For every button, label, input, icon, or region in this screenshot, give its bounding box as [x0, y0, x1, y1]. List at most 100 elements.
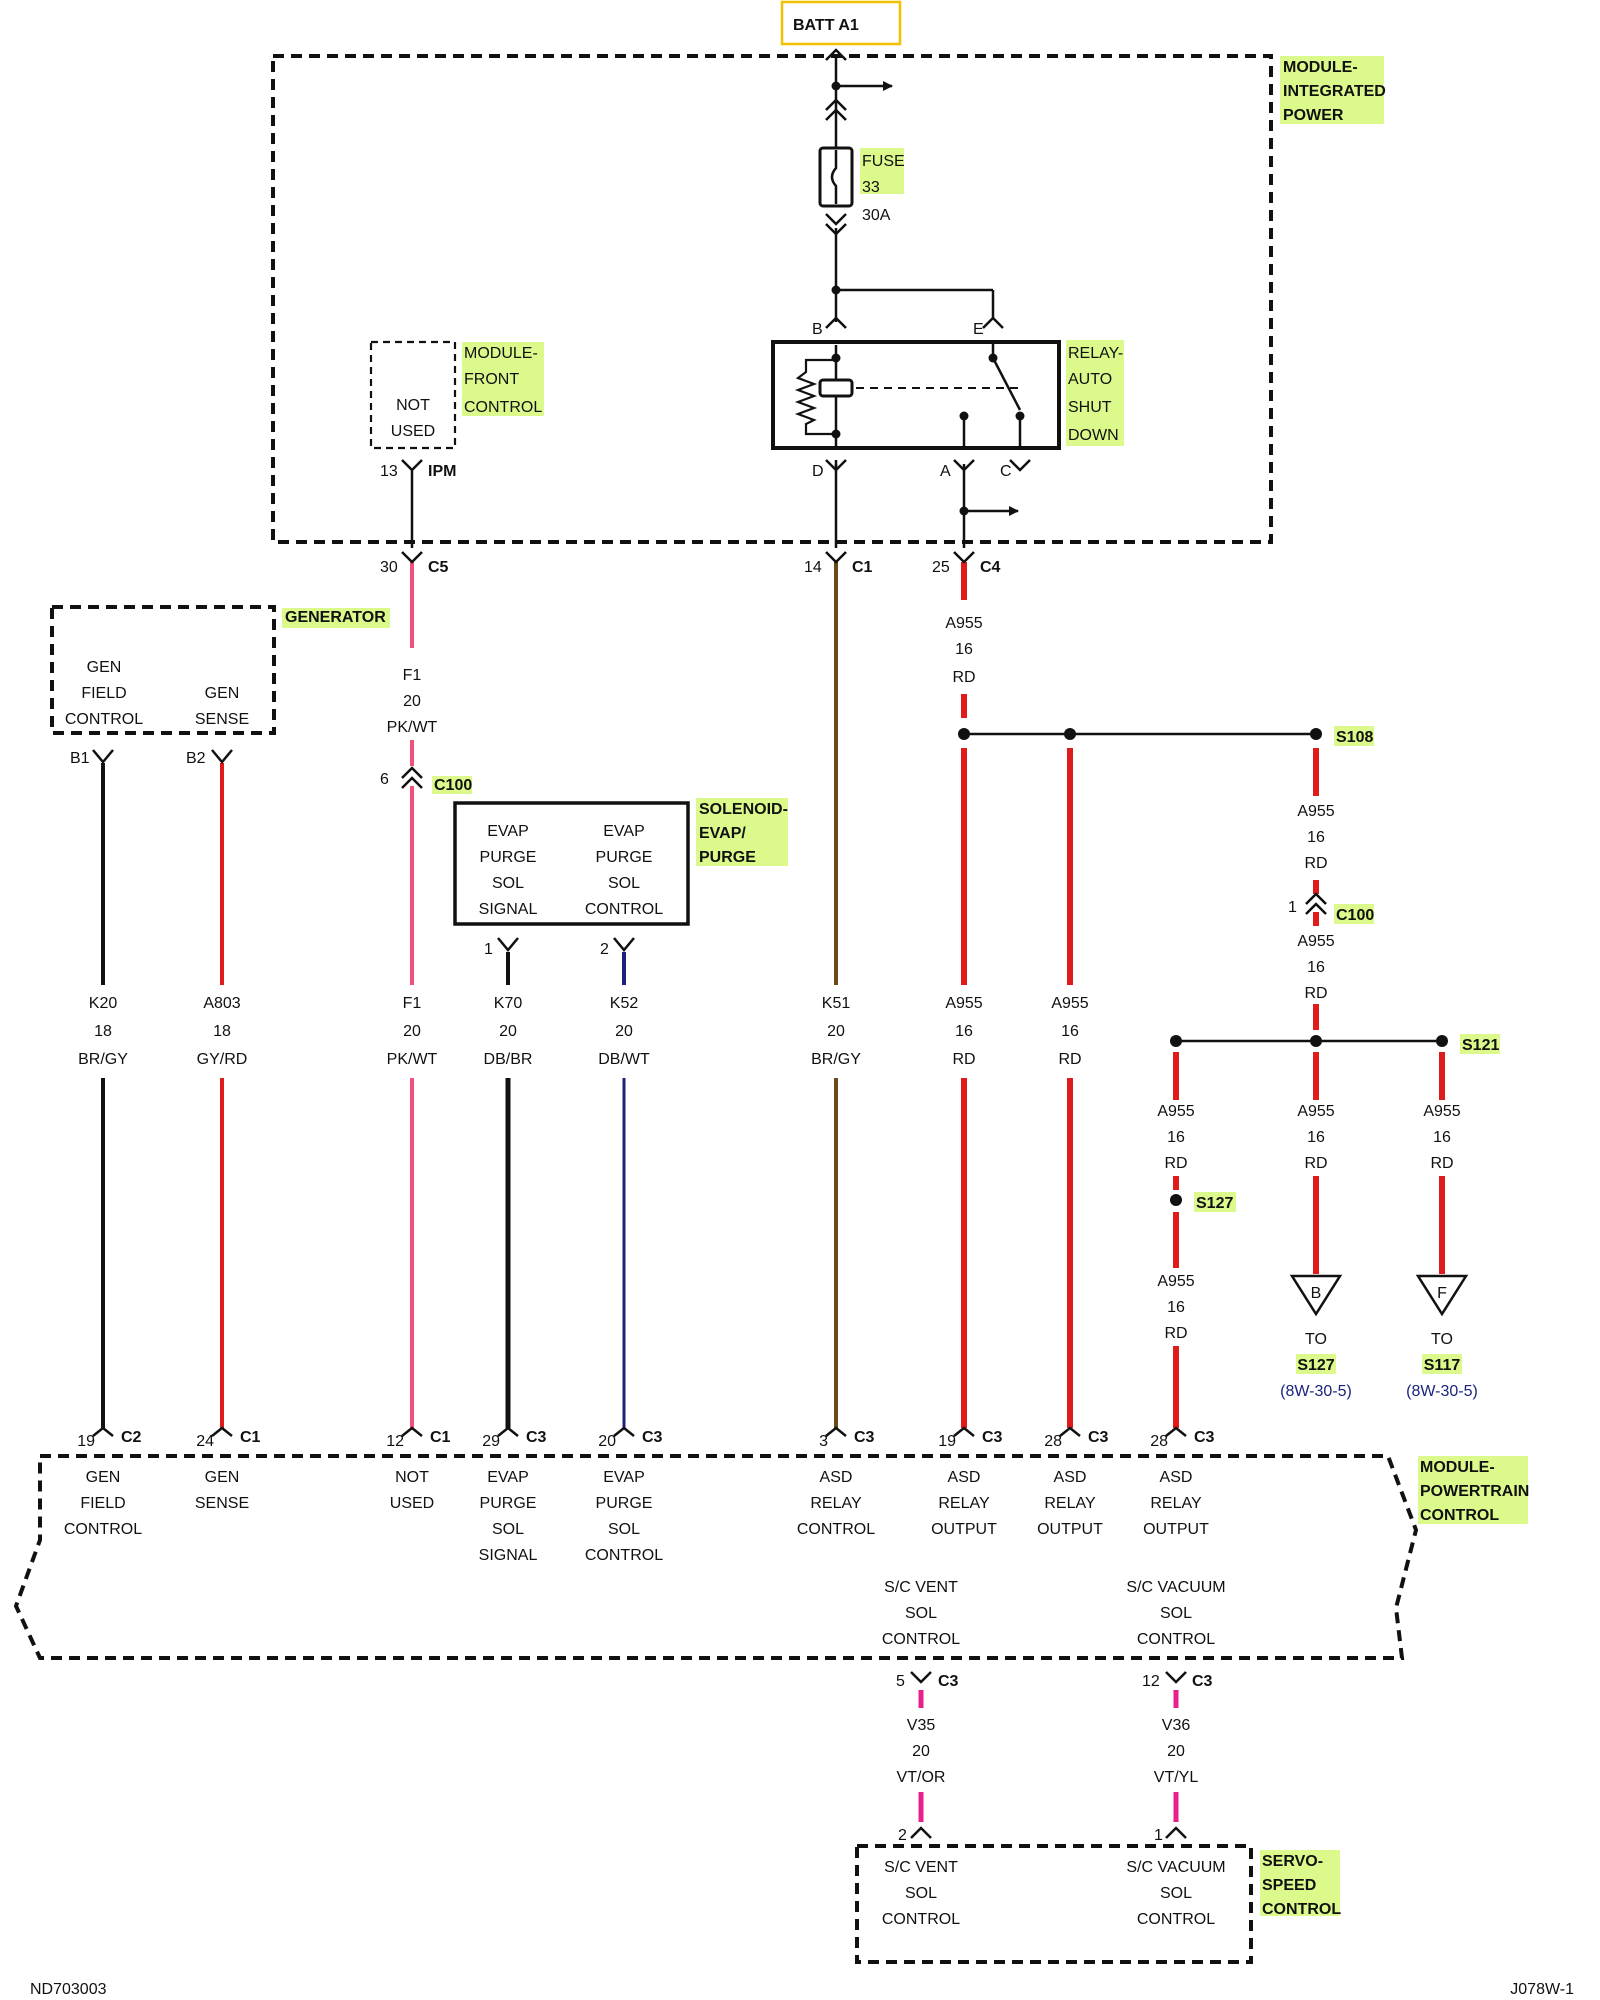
pcm-pin-function: RELAY — [1044, 1495, 1096, 1512]
pcm-pin-function: CONTROL — [64, 1521, 142, 1538]
sol-control-3: SOL — [608, 875, 640, 892]
servo-vacuum-3: CONTROL — [1137, 1911, 1215, 1928]
pcm-pin-connector: C1 — [430, 1429, 451, 1446]
pcm-pin-function: RELAY — [1150, 1495, 1202, 1512]
c100-right-pin: 1 — [1288, 899, 1297, 916]
pcm-pin-function: ASD — [1054, 1469, 1087, 1486]
c4-pin: 25 — [932, 559, 950, 576]
splice-dots — [831, 81, 1448, 1206]
pcm-pin-function: EVAP — [603, 1469, 645, 1486]
k51-2: 20 — [827, 1023, 845, 1040]
pcm-label-1: MODULE- — [1420, 1459, 1495, 1476]
a955-s121-m-2: 16 — [1307, 1129, 1325, 1146]
gen-sense-2: SENSE — [195, 711, 249, 728]
generator-label: GENERATOR — [285, 609, 386, 626]
offpage-f-splice: S117 — [1424, 1357, 1461, 1374]
solenoid-label-2: EVAP/ — [699, 825, 746, 842]
pcm-vacuum-2: SOL — [1160, 1605, 1192, 1622]
fcm-outline — [369, 340, 457, 450]
a955-s121-r-1: A955 — [1423, 1103, 1460, 1120]
a955-low-1: A955 — [1157, 1273, 1194, 1290]
pcm-pin-number: 19 — [77, 1433, 95, 1450]
k51-1: K51 — [822, 995, 851, 1012]
pcm-pin-function: NOT — [395, 1469, 429, 1486]
c1-top-name: C1 — [852, 559, 873, 576]
k52-2: 20 — [615, 1023, 633, 1040]
fcm-label-1: MODULE- — [464, 345, 538, 362]
a955-s121-l-1: A955 — [1157, 1103, 1194, 1120]
pcm-pin-number: 28 — [1150, 1433, 1168, 1450]
a955-s121-r-2: 16 — [1433, 1129, 1451, 1146]
wires — [101, 58, 1445, 1822]
pcm-pin-function: OUTPUT — [1037, 1521, 1103, 1538]
pcm-vacuum-1: S/C VACUUM — [1126, 1579, 1225, 1596]
v36-1: V36 — [1162, 1717, 1191, 1734]
offpage-f-letter: F — [1437, 1285, 1447, 1302]
v36-2: 20 — [1167, 1743, 1185, 1760]
relay-label-1: RELAY- — [1068, 345, 1123, 362]
offpage-b-ref: (8W-30-5) — [1280, 1383, 1352, 1400]
f1-top-2: 20 — [403, 693, 421, 710]
pcm-pin-function: FIELD — [80, 1495, 125, 1512]
v35-1: V35 — [907, 1717, 936, 1734]
fcm-text-1: NOT — [396, 397, 430, 414]
sol-signal-2: PURGE — [480, 849, 537, 866]
offpage-f-to: TO — [1431, 1331, 1453, 1348]
pcm-vent-3: CONTROL — [882, 1631, 960, 1648]
a803-2: 18 — [213, 1023, 231, 1040]
f1-top-1: F1 — [403, 667, 422, 684]
k52-1: K52 — [610, 995, 639, 1012]
v35-3: VT/OR — [897, 1769, 946, 1786]
a955-r1-2: 16 — [1307, 829, 1325, 846]
a955-s121-r-3: RD — [1430, 1155, 1453, 1172]
a955-r2-3: RD — [1304, 985, 1327, 1002]
sol-control-1: EVAP — [603, 823, 645, 840]
servo-vent-2: SOL — [905, 1885, 937, 1902]
gen-field-1: GEN — [87, 659, 122, 676]
fuse-symbol — [818, 98, 854, 236]
k51-3: BR/GY — [811, 1051, 861, 1068]
footer-left: ND703003 — [30, 1981, 107, 1998]
servo-label-3: CONTROL — [1262, 1901, 1341, 1918]
generator-outline — [50, 605, 276, 735]
sol-pin-2: 2 — [600, 941, 609, 958]
servo-vacuum-pin: 1 — [1154, 1827, 1163, 1844]
batt-label: BATT A1 — [793, 17, 859, 34]
pcm-pin-function: ASD — [1160, 1469, 1193, 1486]
servo-vacuum-1: S/C VACUUM — [1126, 1859, 1225, 1876]
k20-2: 18 — [94, 1023, 112, 1040]
ipm-fcm-pin: 13 — [380, 463, 398, 480]
relay-pin-d: D — [812, 463, 824, 480]
pcm-label-3: CONTROL — [1420, 1507, 1499, 1524]
pcm-pin-function: SIGNAL — [479, 1547, 538, 1564]
relay-pin-e: E — [973, 321, 984, 338]
servo-outline — [855, 1844, 1253, 1964]
ipm-outline — [271, 54, 1273, 544]
a955-s121-m-3: RD — [1304, 1155, 1327, 1172]
c5-pin: 30 — [380, 559, 398, 576]
splice-s108: S108 — [1336, 729, 1373, 746]
a803-1: A803 — [203, 995, 240, 1012]
a955-low-2: 16 — [1167, 1299, 1185, 1316]
offpage-b-to: TO — [1305, 1331, 1327, 1348]
a955-19-2: 16 — [955, 1023, 973, 1040]
k70-2: 20 — [499, 1023, 517, 1040]
highlights — [282, 56, 1528, 1916]
pcm-pin-number: 12 — [386, 1433, 404, 1450]
pcm-label-2: POWERTRAIN — [1420, 1483, 1529, 1500]
fuse-label-1: FUSE — [862, 153, 905, 170]
pcm-pin-connector: C3 — [1088, 1429, 1109, 1446]
pcm-pin-function: RELAY — [810, 1495, 862, 1512]
a955-28-3: RD — [1058, 1051, 1081, 1068]
a955-s121-l-2: 16 — [1167, 1129, 1185, 1146]
v36-3: VT/YL — [1154, 1769, 1199, 1786]
servo-label-1: SERVO- — [1262, 1853, 1323, 1870]
f1-mid-1: F1 — [403, 995, 422, 1012]
pcm-pin-number: 3 — [819, 1433, 828, 1450]
vent-pin: 5 — [896, 1673, 905, 1690]
gen-sense-1: GEN — [205, 685, 240, 702]
k70-3: DB/BR — [484, 1051, 533, 1068]
sol-signal-4: SIGNAL — [479, 901, 538, 918]
offpage-b-letter: B — [1311, 1285, 1322, 1302]
relay-internals — [794, 340, 1025, 450]
